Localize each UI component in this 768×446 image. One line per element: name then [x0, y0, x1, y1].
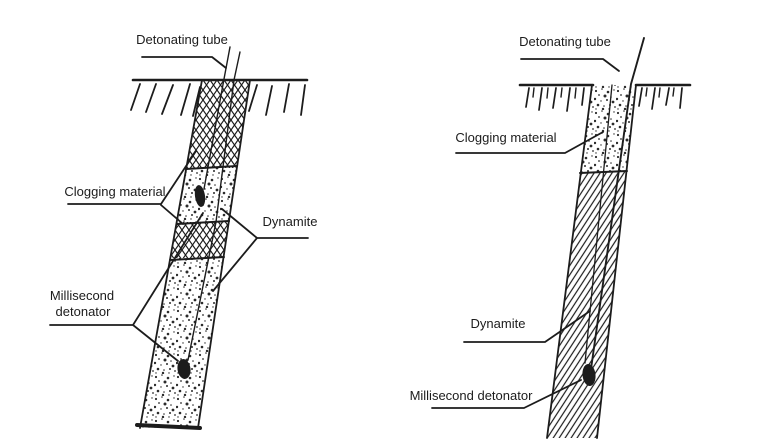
label-text-line1: Millisecond	[50, 288, 114, 303]
leader-line	[431, 379, 582, 409]
left-deck-boundary-1	[185, 165, 238, 170]
left-hole-bottom	[135, 423, 202, 430]
right-label-dynamite: Dynamite	[463, 310, 591, 343]
left-clogging-section-top	[186, 80, 250, 168]
right-label-clogging-material: Clogging material	[455, 130, 604, 154]
left-deck-boundary-2	[176, 220, 230, 225]
left-label-detonating-tube: Detonating tube	[136, 32, 228, 69]
right-label-detonating-tube: Detonating tube	[519, 34, 620, 72]
left-hole-wall-right	[197, 79, 251, 429]
label-text: Clogging material	[64, 184, 165, 199]
left-label-millisecond-detonator: Millisecond detonator	[49, 212, 204, 362]
right-tube-line-secondary	[584, 84, 613, 364]
left-ground-hatch-ticks	[130, 83, 306, 117]
left-label-clogging-material: Clogging material	[64, 150, 197, 225]
label-text-line2: detonator	[56, 304, 112, 319]
right-label-millisecond-detonator: Millisecond detonator	[410, 379, 582, 409]
left-detonator-lower	[177, 359, 191, 379]
right-hole-wall-right	[596, 84, 637, 439]
right-diagram: Detonating tube Clogging material Dynami…	[410, 34, 692, 439]
label-text: Clogging material	[455, 130, 556, 145]
left-ground	[130, 78, 309, 117]
right-ground-hatch-ticks	[525, 87, 683, 112]
left-tube-line-lower	[187, 51, 241, 361]
leader-line	[49, 212, 204, 362]
right-detonating-tube-lines	[584, 37, 645, 370]
right-ground-hatch-ticks-short	[532, 87, 675, 99]
label-text: Dynamite	[471, 316, 526, 331]
right-detonator	[582, 364, 596, 386]
left-deck-boundary-3	[169, 256, 225, 261]
label-text: Millisecond detonator	[410, 388, 534, 403]
left-dynamite-section-lower	[140, 258, 224, 428]
right-ground	[518, 83, 692, 112]
left-borehole	[135, 79, 251, 430]
right-tube-line-main	[590, 37, 645, 370]
leader-line	[67, 150, 197, 225]
label-text: Detonating tube	[519, 34, 611, 49]
leader-line	[455, 131, 604, 154]
leader-line	[463, 310, 591, 343]
leader-line	[212, 208, 309, 292]
leader-line	[520, 58, 620, 72]
label-text: Detonating tube	[136, 32, 228, 47]
left-label-dynamite: Dynamite	[212, 208, 318, 292]
label-text: Dynamite	[263, 214, 318, 229]
right-hole-wall-left	[546, 84, 593, 439]
left-hole-wall-left	[139, 79, 203, 429]
left-diagram: Detonating tube Clogging material Dynami…	[49, 32, 318, 430]
right-dynamite-section	[547, 172, 627, 438]
left-detonator-upper	[194, 185, 206, 207]
leader-line	[141, 56, 227, 69]
